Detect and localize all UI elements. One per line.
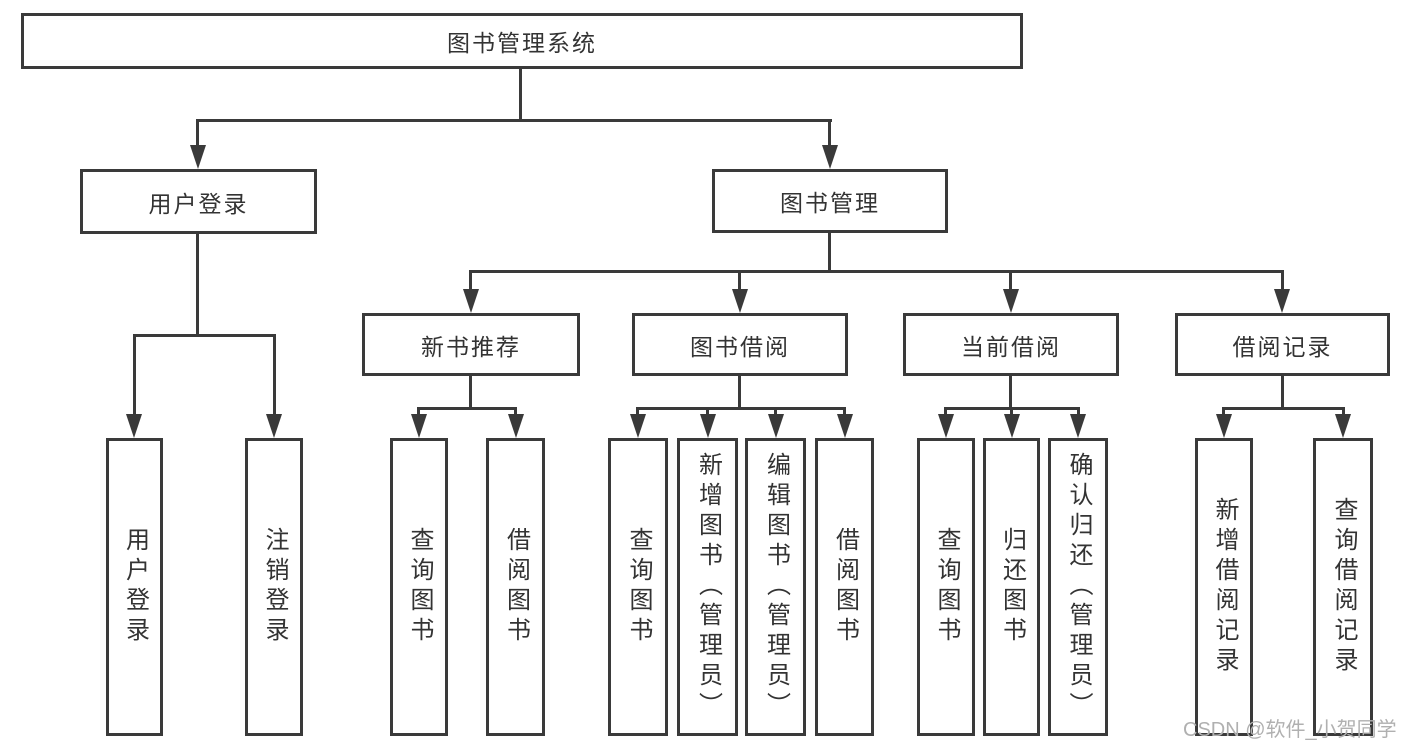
node-book-borrow-label: 图书借阅	[690, 333, 790, 360]
arrowhead-login-leaf	[126, 414, 142, 438]
connector-newbook-stem	[469, 376, 472, 410]
arrowhead-bookborrow-leaf-2	[700, 414, 716, 438]
connector-userlogin-drop-2	[273, 334, 276, 418]
connector-bookmgmt-drop-4	[1281, 270, 1284, 292]
node-current-borrow: 当前借阅	[903, 313, 1119, 376]
csdn-watermark: CSDN @软件_小贺同学	[1183, 719, 1397, 741]
arrowhead-bookborrow-leaf-1	[630, 414, 646, 438]
leaf-current-query-books: 查询图书	[917, 438, 975, 736]
arrowhead-bookborrow-leaf-3	[768, 414, 784, 438]
node-user-login: 用户登录	[80, 169, 317, 234]
connector-borrowrecord-drop-2	[1342, 407, 1345, 419]
arrowhead-book-mgmt	[822, 145, 838, 169]
leaf-borrow-query-books: 查询图书	[608, 438, 668, 736]
connector-bookborrow-drop-2	[706, 407, 709, 419]
connector-newbook-drop-1	[417, 407, 420, 419]
node-user-login-label: 用户登录	[148, 190, 249, 217]
leaf-query-borrow-record-label: 查询借阅记录	[1330, 497, 1357, 677]
arrowhead-book-borrow	[732, 289, 748, 313]
connector-bookborrow-drop-4	[843, 407, 846, 419]
leaf-newbook-borrow-books: 借阅图书	[486, 438, 545, 736]
connector-currentborrow-drop-1	[944, 407, 947, 419]
leaf-user-login-label: 用户登录	[121, 527, 149, 647]
connector-currentborrow-drop-2	[1010, 407, 1013, 419]
node-root-system-label: 图书管理系统	[447, 30, 597, 56]
leaf-borrow-borrow-books-label: 借阅图书	[831, 527, 859, 647]
node-new-book-rec-label: 新书推荐	[421, 333, 521, 360]
leaf-borrow-borrow-books: 借阅图书	[815, 438, 874, 736]
node-book-mgmt: 图书管理	[712, 169, 948, 233]
connector-borrowrecord-drop-1	[1222, 407, 1225, 419]
node-root-system: 图书管理系统	[21, 13, 1023, 69]
leaf-return-books-label: 归还图书	[998, 527, 1026, 647]
connector-bookmgmt-stem	[828, 233, 831, 273]
leaf-logout-label: 注销登录	[261, 527, 288, 647]
connector-borrowrecord-hline	[1222, 407, 1345, 410]
arrowhead-newbook-leaf-2	[508, 414, 524, 438]
arrowhead-borrow-record	[1274, 289, 1290, 313]
connector-newbook-hline	[417, 407, 517, 410]
connector-bookmgmt-drop-2	[738, 270, 741, 292]
leaf-edit-books-admin: 编辑图书（管理员）	[745, 438, 806, 736]
arrowhead-new-book-rec	[463, 289, 479, 313]
connector-bookmgmt-drop-3	[1009, 270, 1012, 292]
node-current-borrow-label: 当前借阅	[961, 333, 1061, 360]
leaf-return-books: 归还图书	[983, 438, 1040, 736]
connector-bookborrow-hline	[636, 407, 846, 410]
connector-bookmgmt-hline	[469, 270, 1284, 273]
leaf-user-login: 用户登录	[106, 438, 163, 736]
leaf-newbook-query-books: 查询图书	[390, 438, 448, 736]
connector-newbook-drop-2	[514, 407, 517, 419]
leaf-add-borrow-record: 新增借阅记录	[1195, 438, 1253, 736]
arrowhead-currentborrow-leaf-3	[1070, 414, 1086, 438]
leaf-logout: 注销登录	[245, 438, 303, 736]
leaf-confirm-return-admin-label: 确认归还（管理员）	[1065, 452, 1092, 722]
node-new-book-rec: 新书推荐	[362, 313, 580, 376]
leaf-query-borrow-record: 查询借阅记录	[1313, 438, 1373, 736]
arrowhead-logout-leaf	[266, 414, 282, 438]
arrowhead-borrowrecord-leaf-2	[1335, 414, 1351, 438]
connector-root-stem	[519, 69, 522, 122]
arrowhead-currentborrow-leaf-1	[938, 414, 954, 438]
leaf-confirm-return-admin: 确认归还（管理员）	[1048, 438, 1108, 736]
arrowhead-user-login	[190, 145, 206, 169]
arrowhead-currentborrow-leaf-2	[1004, 414, 1020, 438]
connector-userlogin-drop-1	[133, 334, 136, 418]
connector-userlogin-stem	[196, 234, 199, 336]
connector-bookborrow-drop-3	[774, 407, 777, 419]
node-borrow-record: 借阅记录	[1175, 313, 1390, 376]
connector-userlogin-hline	[133, 334, 276, 337]
connector-root-drop-right	[828, 119, 831, 149]
connector-currentborrow-drop-3	[1077, 407, 1080, 419]
node-book-borrow: 图书借阅	[632, 313, 848, 376]
connector-borrowrecord-stem	[1281, 376, 1284, 410]
arrowhead-borrowrecord-leaf-1	[1216, 414, 1232, 438]
connector-bookborrow-drop-1	[636, 407, 639, 419]
connector-currentborrow-stem	[1009, 376, 1012, 410]
arrowhead-current-borrow	[1003, 289, 1019, 313]
leaf-add-books-admin-label: 新增图书（管理员）	[694, 452, 722, 722]
connector-bookmgmt-drop-1	[469, 270, 472, 292]
arrowhead-bookborrow-leaf-4	[837, 414, 853, 438]
leaf-newbook-borrow-books-label: 借阅图书	[502, 527, 530, 647]
leaf-edit-books-admin-label: 编辑图书（管理员）	[762, 452, 790, 722]
arrowhead-newbook-leaf-1	[411, 414, 427, 438]
connector-root-drop-left	[196, 119, 199, 149]
connector-root-hline	[196, 119, 832, 122]
leaf-current-query-books-label: 查询图书	[933, 527, 960, 647]
leaf-add-borrow-record-label: 新增借阅记录	[1211, 497, 1238, 677]
node-book-mgmt-label: 图书管理	[780, 190, 880, 216]
leaf-newbook-query-books-label: 查询图书	[406, 527, 433, 647]
connector-bookborrow-stem	[738, 376, 741, 410]
leaf-borrow-query-books-label: 查询图书	[625, 527, 652, 647]
node-borrow-record-label: 借阅记录	[1232, 333, 1333, 360]
leaf-add-books-admin: 新增图书（管理员）	[677, 438, 738, 736]
